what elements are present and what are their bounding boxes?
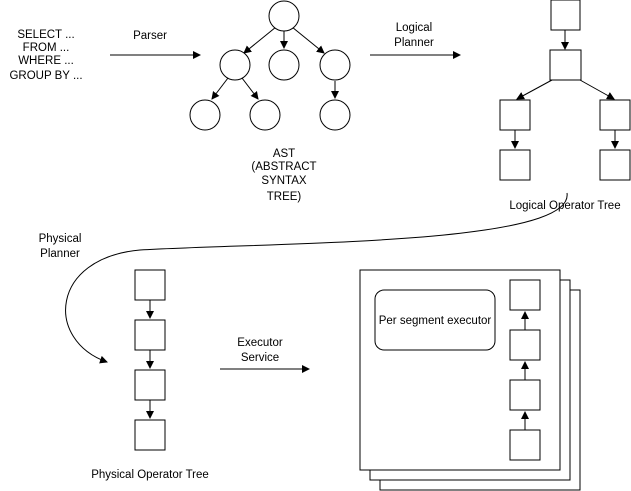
physical-planner-label: Physical [39,233,82,245]
ast-node [268,49,300,81]
ast-edge [241,77,259,100]
executor-service-label: Service [241,352,279,364]
logical-operator-node [599,149,631,181]
sql-query-text: SELECT ... FROM ... WHERE ... GROUP BY .… [9,29,82,82]
ast-node [319,49,351,81]
ast-caption-line: (ABSTRACT [251,161,316,173]
ast-edge [243,26,277,54]
per-segment-executor-box [374,289,496,351]
segment-operator-node [509,429,541,461]
logical-operator-node [499,99,531,131]
sql-line-select: SELECT ... [17,29,74,41]
parser-edge: Parser [110,30,201,59]
physical-tree-caption: Physical Operator Tree [91,469,209,481]
ast-edge [291,26,325,54]
ast-node [189,99,221,131]
physical-operator-node [134,319,166,351]
sql-line-group-by: GROUP BY ... [9,70,82,82]
parser-label: Parser [133,30,167,42]
physical-planner-label: Planner [40,248,80,260]
executor-segment-stack [359,269,581,491]
logical-edge [516,79,553,100]
segment-operator-node [509,329,541,361]
physical-planner-edge: Physical Planner [39,192,568,364]
physical-operator-node [134,419,166,451]
logical-operator-node [550,0,581,31]
ast-caption: AST (ABSTRACT SYNTAX TREE) [251,148,316,203]
ast-caption-line: AST [273,148,295,160]
logical-operator-node [499,149,531,181]
logical-planner-label: Planner [394,37,434,49]
segment-operator-node [509,279,541,311]
logical-operator-node [599,99,631,131]
physical-planner-arrow [65,192,568,364]
per-segment-executor-label: Per segment executor [379,315,492,327]
executor-service-label: Executor [237,337,283,349]
segment-operator-node [509,379,541,411]
ast-caption-line: TREE) [267,191,302,203]
sql-line-from: FROM ... [23,42,70,54]
ast-tree [189,0,351,131]
logical-planner-label: Logical [396,22,432,34]
executor-service-edge: Executor Service [220,337,310,373]
logical-edge [579,79,615,100]
logical-operator-node [549,49,582,81]
ast-edge [211,77,229,100]
ast-node [249,99,281,131]
logical-planner-edge: Logical Planner [370,22,461,59]
ast-node [319,99,351,131]
ast-node [268,0,300,32]
logical-tree-caption: Logical Operator Tree [509,200,620,212]
sql-line-where: WHERE ... [18,55,74,67]
physical-operator-node [134,269,166,301]
physical-operator-tree [134,269,166,451]
logical-operator-tree [499,0,631,181]
ast-caption-line: SYNTAX [261,175,306,187]
ast-node [219,49,251,81]
physical-operator-node [134,369,166,401]
